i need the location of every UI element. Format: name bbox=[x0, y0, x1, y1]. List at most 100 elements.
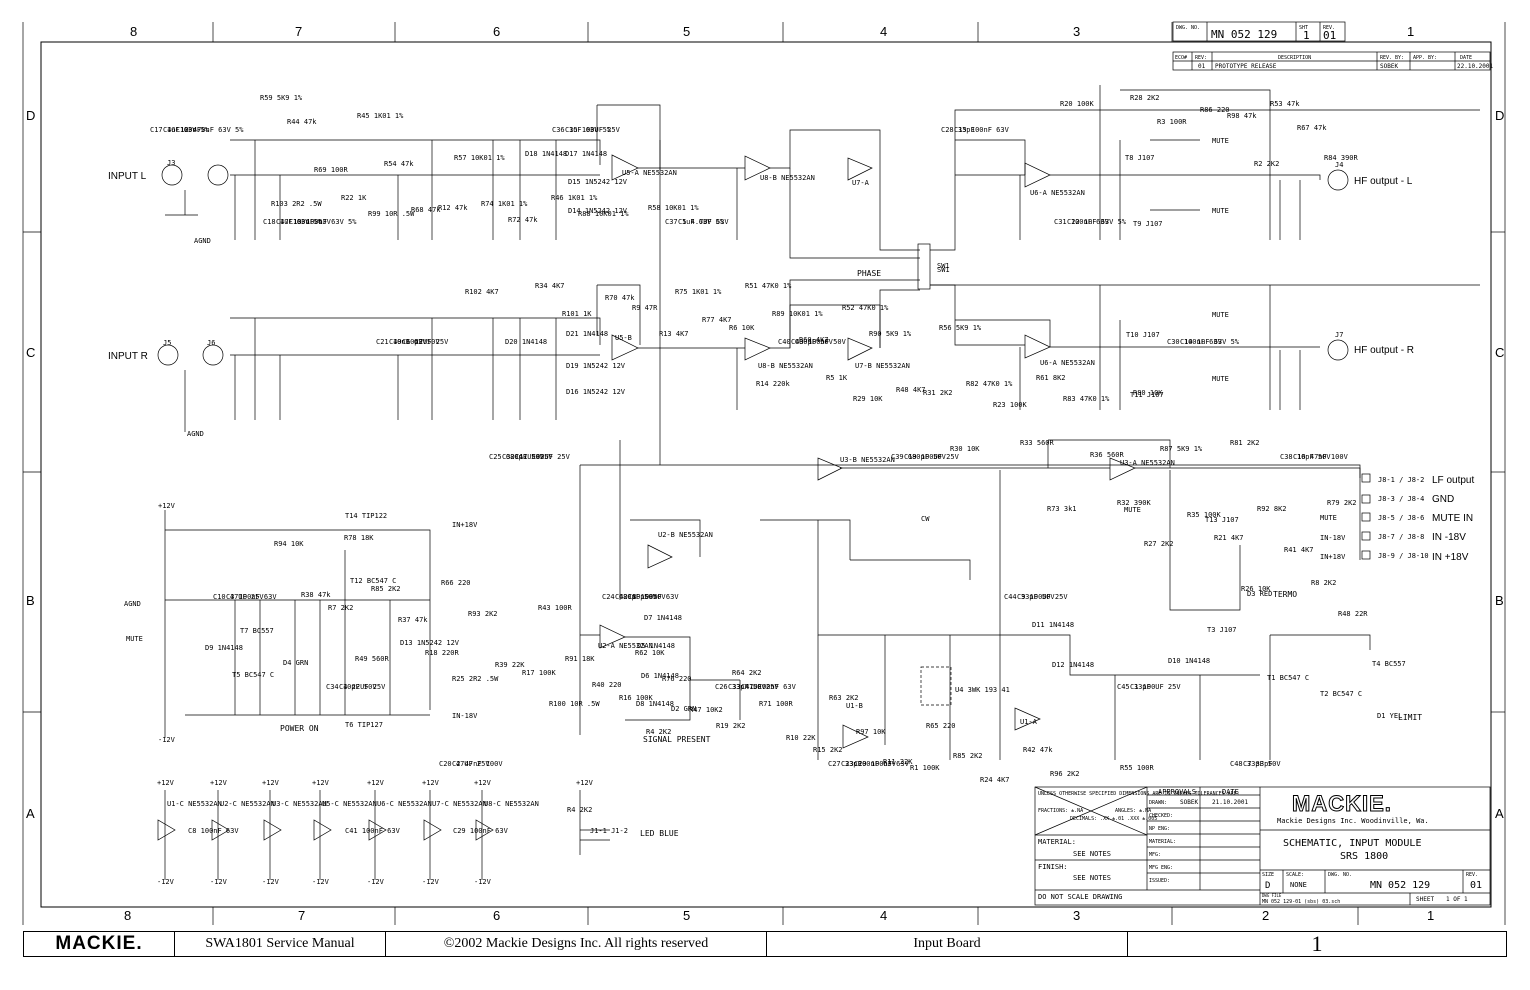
capacitor-label: C37 1uF 63V 5% bbox=[665, 218, 725, 226]
in18p-label: IN+18V bbox=[1320, 553, 1346, 561]
grid-col: 6 bbox=[493, 908, 500, 923]
connector-j8 bbox=[1361, 473, 1371, 560]
transistor-label: T4 BC557 bbox=[1372, 660, 1406, 668]
capacitor-label: C17 1uF 63V 5% bbox=[150, 126, 210, 134]
resistor-label: R23 100K bbox=[993, 401, 1028, 409]
finish-label: FINISH: bbox=[1038, 863, 1068, 871]
resistor-label: R10 22K bbox=[786, 734, 816, 742]
resistor-label: R63 2K2 bbox=[829, 694, 859, 702]
mute-label: MUTE bbox=[1212, 311, 1229, 319]
capacitor-label: C22 1uF 63V 5% bbox=[1067, 218, 1127, 226]
supply-opamp-label: U7-C NE5532AN bbox=[432, 800, 487, 808]
transistor-label: T13 J107 bbox=[1205, 516, 1239, 524]
do-not-scale: DO NOT SCALE DRAWING bbox=[1038, 893, 1122, 901]
rev-label: REV. bbox=[1323, 25, 1335, 31]
material2-label: MATERIAL: bbox=[1149, 839, 1176, 845]
resistor-label: R59 5K9 1% bbox=[260, 94, 303, 102]
diode-label: D15 1N5242 12V bbox=[568, 178, 628, 186]
service-manual-footer: MACKIE. SWA1801 Service Manual ©2002 Mac… bbox=[23, 931, 1507, 957]
j8-signal: MUTE IN bbox=[1432, 513, 1473, 524]
resistor-label: R7 2K2 bbox=[328, 604, 353, 612]
resistor-label: R39 22K bbox=[495, 661, 525, 669]
material-label: MATERIAL: bbox=[1038, 838, 1076, 846]
supply-opamp-label: U5-C NE5532AN bbox=[322, 800, 377, 808]
resistor-label: R30 10K bbox=[950, 445, 980, 453]
capacitor-label: C10 47UF 25V bbox=[213, 593, 264, 601]
j8-pin: J8-7 / J8-8 bbox=[1378, 533, 1424, 541]
resistor-label: R80 10K bbox=[1133, 389, 1163, 397]
diode-label: D11 1N4148 bbox=[1032, 621, 1074, 629]
grid-row: A bbox=[1495, 806, 1504, 821]
resistor-label: R3 100R bbox=[1157, 118, 1187, 126]
capacitor-label: C27 33pF bbox=[828, 760, 862, 768]
capacitor-label: C31 100nF 63V bbox=[1054, 218, 1110, 226]
grid-col: 3 bbox=[1073, 908, 1080, 923]
agnd-label: AGND bbox=[187, 430, 204, 438]
sw1-label: SW1 bbox=[937, 266, 950, 274]
supply-rail-label: +12V bbox=[157, 779, 175, 787]
hf-output-l-label: HF output - L bbox=[1354, 176, 1413, 187]
capacitor-label: C36 1uF 63V 5% bbox=[552, 126, 612, 134]
resistor-label: R102 4K7 bbox=[465, 288, 499, 296]
resistor-label: R47 10K2 bbox=[689, 706, 723, 714]
capacitor-label: C25 680pF 50V bbox=[489, 453, 545, 461]
supply-cap-label: C8 100nF 63V bbox=[188, 827, 239, 835]
grid-col: 1 bbox=[1407, 24, 1414, 39]
capacitor-label: C2 47nF 100V bbox=[452, 760, 503, 768]
transistor-label: T10 J107 bbox=[1126, 331, 1160, 339]
opamp-label: U5-A NE5532AN bbox=[622, 169, 677, 177]
resistor-label: R94 10K bbox=[274, 540, 304, 548]
grid-columns-top: 8 7 6 5 4 3 1 bbox=[130, 24, 1414, 39]
checked-label: CHECKED: bbox=[1149, 813, 1173, 819]
resistor-label: R70 47k bbox=[605, 294, 635, 302]
resistor-label: R19 2K2 bbox=[716, 722, 746, 730]
diode-label: D20 1N4148 bbox=[505, 338, 547, 346]
resistor-label: R46 1K01 1% bbox=[551, 194, 598, 202]
grid-row: D bbox=[26, 108, 35, 123]
rev-col-header: APP. BY: bbox=[1413, 55, 1437, 61]
title-block bbox=[1034, 786, 1491, 906]
tolerance-angles: ANGLES: ±.NA bbox=[1115, 808, 1151, 814]
resistor-label: R48 4K7 bbox=[896, 386, 926, 394]
resistor-label: R1 100K bbox=[910, 764, 940, 772]
scale-label: SCALE: bbox=[1286, 872, 1304, 878]
drawn-date: 21.10.2001 bbox=[1212, 799, 1249, 806]
resistor-label: R4 2K2 bbox=[567, 806, 592, 814]
supply-rail-label: -12V bbox=[157, 878, 175, 886]
grid-col: 5 bbox=[683, 908, 690, 923]
np-eng-label: NP ENG: bbox=[1149, 826, 1170, 832]
connector-label: J1-1 J1-2 bbox=[590, 827, 628, 835]
capacitor-label: C3 100nF 63V bbox=[226, 593, 277, 601]
resistor-label: R60 4K7 bbox=[799, 336, 829, 344]
diode-label: D13 1N5242 12V bbox=[400, 639, 460, 647]
mute-label: MUTE bbox=[1212, 375, 1229, 383]
rev-cell: 22.10.2001 bbox=[1457, 63, 1494, 70]
led-blue-label: LED BLUE bbox=[640, 829, 679, 838]
mfg-label: MFG: bbox=[1149, 852, 1161, 858]
grid-col: 4 bbox=[880, 908, 887, 923]
capacitor-label: C9 100UF 25V bbox=[1017, 593, 1068, 601]
capacitor-label: C20 47UF 25V bbox=[439, 760, 490, 768]
capacitor-label: C29 100nF 63V bbox=[854, 760, 910, 768]
mute-label: MUTE bbox=[1212, 207, 1229, 215]
mackie-logo: MACKIE. bbox=[55, 933, 143, 954]
grid-col: 1 bbox=[1427, 908, 1434, 923]
p12v-label: +12V bbox=[158, 502, 176, 510]
grid-col: 2 bbox=[1262, 908, 1269, 923]
resistor-label: R35 100K bbox=[1187, 511, 1222, 519]
transistor-label: T5 BC547 C bbox=[232, 671, 274, 679]
capacitor-label: C8 100nF 63V bbox=[628, 593, 679, 601]
grid-col: 6 bbox=[493, 24, 500, 39]
power-on-label: POWER ON bbox=[280, 724, 319, 733]
sht: 1 bbox=[1303, 29, 1310, 42]
capacitor-label: C1 100UF 25V bbox=[1130, 683, 1181, 691]
supply-cap-label: C29 100nF 63V bbox=[453, 827, 509, 835]
resistor-label: R51 47K0 1% bbox=[745, 282, 792, 290]
supply-rail-label: +12V bbox=[474, 779, 492, 787]
resistor-label: R71 100R bbox=[759, 700, 794, 708]
drawing-title: SCHEMATIC, INPUT MODULE bbox=[1283, 838, 1421, 849]
tolerance-note: UNLESS OTHERWISE SPECIFIED DIMENSIONS AR… bbox=[1038, 791, 1240, 797]
resistor-label: R96 2K2 bbox=[1050, 770, 1080, 778]
rev: 01 bbox=[1323, 29, 1336, 42]
